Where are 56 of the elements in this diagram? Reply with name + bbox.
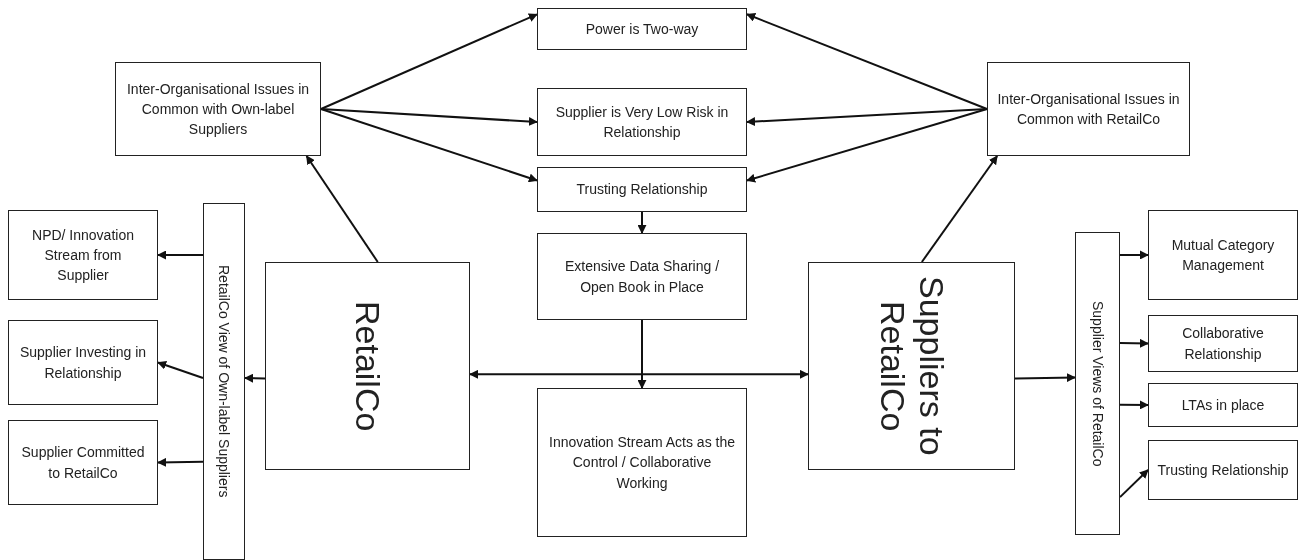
arrow xyxy=(746,108,988,127)
arrow xyxy=(320,108,538,183)
node-label: NPD/ Innovation Stream from Supplier xyxy=(31,225,135,286)
process-box xyxy=(265,262,470,470)
arrow xyxy=(637,319,647,389)
node-label: Mutual Category Management xyxy=(1170,235,1276,275)
process-box xyxy=(8,420,158,505)
process-box xyxy=(1148,440,1298,500)
arrow xyxy=(746,108,988,183)
arrow xyxy=(320,13,538,110)
node-label: Extensive Data Sharing / Open Book in Place xyxy=(563,257,721,297)
arrow xyxy=(1119,400,1149,410)
process-box xyxy=(537,167,747,212)
process-box xyxy=(1148,383,1298,427)
node-label: Trusting Relationship xyxy=(576,180,708,200)
process-box xyxy=(537,88,747,156)
node-label: Supplier Views of RetailCo xyxy=(1088,300,1107,467)
arrow xyxy=(1119,338,1149,348)
arrow xyxy=(320,108,538,126)
process-box xyxy=(808,262,1015,470)
arrow xyxy=(1119,469,1149,499)
node-label: Innovation Stream Acts as the Control / Collaborative Working xyxy=(548,433,736,493)
node-label: RetailCo xyxy=(348,300,388,432)
arrow xyxy=(157,457,204,467)
node-label: Supplier Investing in Relationship xyxy=(18,343,148,383)
process-box xyxy=(1148,315,1298,372)
node-label: Power is Two-way xyxy=(585,19,699,39)
arrow xyxy=(469,369,809,379)
process-box xyxy=(115,62,321,156)
node-label: Inter-Organisational Issues in Common with RetailCo xyxy=(996,89,1181,129)
process-box xyxy=(987,62,1190,156)
arrow xyxy=(746,13,988,110)
process-box xyxy=(8,210,158,300)
node-label: Trusting Relationship xyxy=(1157,460,1289,480)
arrow xyxy=(157,250,204,260)
arrow xyxy=(305,155,379,263)
process-box xyxy=(537,8,747,50)
process-box xyxy=(1148,210,1298,300)
node-label: Supplier Committed to RetailCo xyxy=(20,443,146,483)
arrow xyxy=(637,211,647,234)
process-box xyxy=(203,203,245,560)
process-box xyxy=(1075,232,1120,535)
process-box xyxy=(8,320,158,405)
node-label: Inter-Organisational Issues in Common with Own-label Suppliers xyxy=(125,79,311,140)
node-label: Collaborative Relationship xyxy=(1181,324,1265,364)
arrow xyxy=(157,360,204,379)
arrow xyxy=(1014,373,1076,383)
arrow xyxy=(244,373,266,383)
node-label: Suppliers to RetailCo xyxy=(872,275,951,458)
node-label: LTAs in place xyxy=(1181,395,1265,415)
node-label: RetailCo View of Own-label Suppliers xyxy=(215,265,234,498)
arrow xyxy=(1119,250,1149,260)
process-box xyxy=(537,388,747,537)
node-label: Supplier is Very Low Risk in Relationship xyxy=(554,102,730,142)
arrow xyxy=(920,155,999,263)
process-box xyxy=(537,233,747,320)
